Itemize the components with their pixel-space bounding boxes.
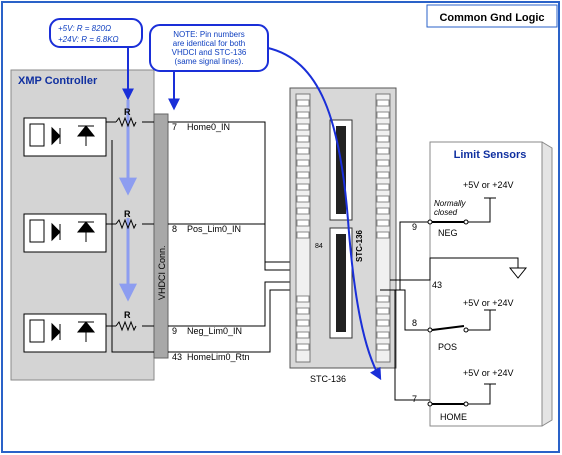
pin-note-arrow-curve <box>267 47 382 381</box>
pos-supply: +5V or +24V <box>463 298 514 308</box>
pin-note-line1: NOTE: Pin numbers <box>173 30 245 39</box>
limit-sensors-panel: Limit Sensors <box>429 141 553 427</box>
limit-sensors-title: Limit Sensors <box>454 149 527 161</box>
home-label: HOME <box>440 412 467 422</box>
stc-136-board: STC-136 84 <box>289 87 397 369</box>
resistor-label: R <box>124 310 131 320</box>
vhdci-label: VHDCI Conn. <box>157 245 167 300</box>
signal-label-home: 7 Home0_IN <box>172 122 230 132</box>
resistor-note-line1: +5V: R = 820Ω <box>58 24 111 33</box>
signal-label-neg: 9 Neg_Lim0_IN <box>172 326 242 336</box>
pin-number: 7 <box>172 122 177 132</box>
home-pin: 7 <box>412 394 417 404</box>
neg-switch: 9 Normally closed +5V or +24V NEG <box>412 180 514 238</box>
signal-name: Neg_Lim0_IN <box>187 326 242 336</box>
terminal-blocks-right <box>376 99 390 351</box>
title-box: Common Gnd Logic <box>426 4 558 28</box>
normally-closed-line1: Normally <box>434 199 467 208</box>
stc-board-label: STC-136 <box>355 229 364 262</box>
signal-name: Pos_Lim0_IN <box>187 224 241 234</box>
pin-note-line2: are identical for both <box>173 39 246 48</box>
vhdci-connector: VHDCI Conn. <box>153 113 169 359</box>
page-title: Common Gnd Logic <box>439 12 544 24</box>
pin-number: 43 <box>172 352 182 362</box>
neg-pin: 9 <box>412 222 417 232</box>
resistor-note-line2: +24V: R = 6.8KΩ <box>58 35 119 44</box>
normally-closed-line2: closed <box>434 208 458 217</box>
resistor-label: R <box>124 107 131 117</box>
pos-pin: 8 <box>412 318 417 328</box>
resistor-note: +5V: R = 820Ω +24V: R = 6.8KΩ <box>49 18 143 48</box>
xmp-title: XMP Controller <box>18 75 98 87</box>
sensor-wiring <box>380 221 519 401</box>
terminal-blocks-left <box>296 99 310 351</box>
pin-number: 8 <box>172 224 177 234</box>
resistor-2: R <box>115 209 137 230</box>
pin-note: NOTE: Pin numbers are identical for both… <box>149 24 269 72</box>
signal-name: HomeLim0_Rtn <box>187 352 250 362</box>
stc-pin-label: 84 <box>315 243 323 250</box>
stc-caption: STC-136 <box>310 374 346 384</box>
neg-supply: +5V or +24V <box>463 180 514 190</box>
ground-symbol <box>508 267 528 279</box>
opto-isolator-2 <box>23 213 107 253</box>
pos-switch: 8 +5V or +24V POS <box>412 298 514 352</box>
home-supply: +5V or +24V <box>463 368 514 378</box>
pin-note-line3: VHDCI and STC-136 <box>172 48 247 57</box>
pin-note-line4: (same signal lines). <box>175 57 244 66</box>
pos-label: POS <box>438 342 457 352</box>
signal-name: Home0_IN <box>187 122 230 132</box>
signal-label-rtn: 43 HomeLim0_Rtn <box>172 352 250 362</box>
gnd-pin: 43 <box>432 280 442 290</box>
signal-label-pos: 8 Pos_Lim0_IN <box>172 224 241 234</box>
resistor-3: R <box>115 310 137 332</box>
resistor-1: R <box>115 107 137 128</box>
neg-label: NEG <box>438 228 458 238</box>
opto-isolator-1 <box>23 117 107 157</box>
resistor-label: R <box>124 209 131 219</box>
pin-number: 9 <box>172 326 177 336</box>
xmp-internal-wiring <box>106 121 154 353</box>
home-switch: 7 +5V or +24V HOME <box>412 368 514 422</box>
opto-isolator-3 <box>23 313 107 353</box>
